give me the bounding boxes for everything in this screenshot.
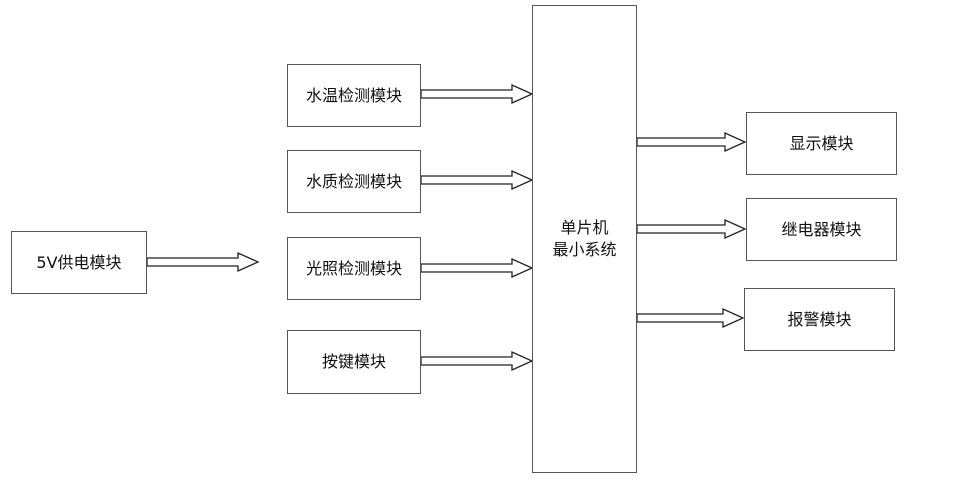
key-module-box: 按键模块 [287, 330, 421, 394]
mcu-label-line1: 单片机 [560, 218, 609, 237]
water-temp-module-label: 水温检测模块 [305, 85, 402, 105]
mcu-box: 单片机 最小系统 [532, 5, 637, 473]
alarm-module-box: 报警模块 [744, 288, 895, 351]
water-temp-arrow [420, 83, 534, 105]
water-quality-module-label: 水质检测模块 [305, 171, 402, 191]
display-module-label: 显示模块 [789, 133, 854, 153]
alarm-module-label: 报警模块 [787, 309, 852, 329]
alarm-arrow [636, 307, 745, 329]
power-arrow [146, 251, 260, 273]
relay-module-label: 继电器模块 [781, 219, 862, 239]
water-temp-module-box: 水温检测模块 [287, 64, 421, 127]
light-arrow [420, 257, 534, 279]
mcu-label-line2: 最小系统 [552, 240, 617, 259]
relay-arrow [636, 218, 747, 240]
power-module-label: 5V供电模块 [36, 252, 122, 272]
water-quality-module-box: 水质检测模块 [287, 150, 421, 213]
display-module-box: 显示模块 [746, 112, 897, 175]
relay-module-box: 继电器模块 [746, 198, 897, 261]
light-module-label: 光照检测模块 [305, 258, 402, 278]
power-module-box: 5V供电模块 [11, 231, 147, 294]
light-module-box: 光照检测模块 [287, 237, 421, 300]
water-quality-arrow [420, 169, 534, 191]
key-module-label: 按键模块 [321, 352, 386, 371]
key-arrow [420, 350, 534, 372]
display-arrow [636, 131, 747, 153]
